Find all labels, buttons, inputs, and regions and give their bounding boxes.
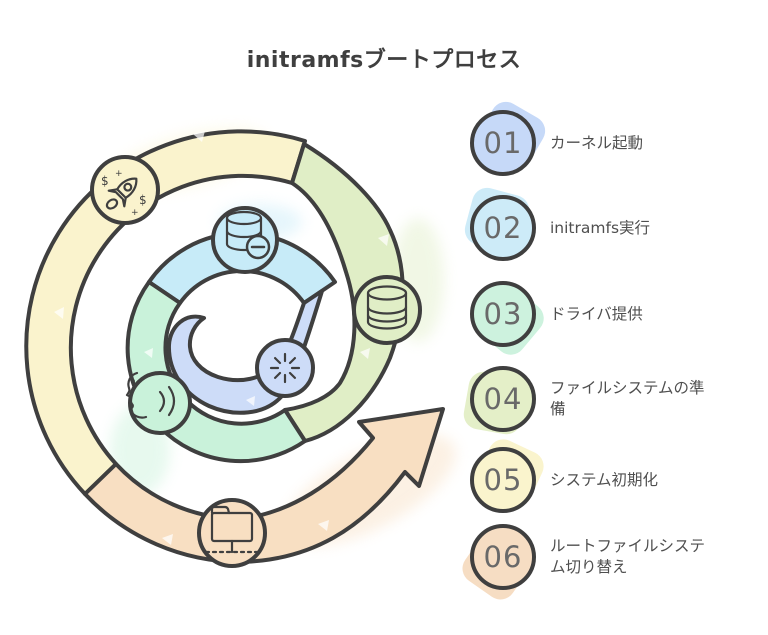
step-number: 02 [483, 211, 523, 245]
svg-text:+: + [115, 169, 123, 179]
step-label: システム初期化 [550, 470, 659, 489]
step-label: ルートファイルシステム切り替え [550, 537, 706, 576]
page-title: initramfsブートプロセス [246, 48, 522, 73]
step-list: 01 カーネル起動 02 initramfs実行 03 ドライバ提供 [456, 0, 760, 635]
step-number-badge: 04 [470, 366, 536, 432]
speaking-face-bulge [128, 371, 192, 435]
spiral-segment-step4 [283, 142, 405, 443]
step-label: ファイルシステムの準備 [550, 379, 705, 418]
speaking-face-icon [125, 371, 176, 419]
step-number: 01 [483, 126, 523, 160]
step-item-4: 04 ファイルシステムの準備 [461, 366, 718, 437]
step-item-1: 01 カーネル起動 [470, 96, 644, 176]
step-item-3: 03 ドライバ提供 [468, 279, 643, 361]
step-item-6: 06 ルートファイルシステム切り替え [456, 524, 718, 606]
rocket-dollar-icon: $ $ + + [101, 169, 147, 218]
step-number: 05 [483, 463, 523, 497]
database-minus-icon [225, 210, 271, 260]
svg-text:$: $ [101, 174, 109, 188]
database-icon [366, 285, 408, 330]
network-folder-icon [204, 505, 260, 554]
step-number-badge: 06 [470, 524, 536, 590]
svg-text:+: + [131, 208, 139, 218]
step-number: 06 [483, 540, 523, 574]
svg-text:$: $ [139, 193, 147, 207]
burst-icon [269, 352, 301, 384]
spiral-diagram: $ $ + + [24, 128, 456, 568]
step-number: 04 [483, 382, 523, 416]
step-label: ドライバ提供 [550, 304, 643, 323]
step-number: 03 [483, 297, 523, 331]
burst-bulge [255, 338, 315, 398]
texture-sparkles [54, 131, 389, 545]
step-item-2: 02 initramfs実行 [461, 184, 651, 261]
step-number-badge: 03 [470, 281, 536, 347]
step-number-badge: 02 [470, 195, 536, 261]
step-number-badge: 05 [470, 447, 536, 513]
network-folder-bulge [197, 498, 267, 568]
step-label: initramfs実行 [550, 218, 651, 237]
step-item-5: 05 システム初期化 [470, 434, 659, 513]
step-label: カーネル起動 [550, 133, 644, 152]
step-number-badge: 01 [470, 110, 536, 176]
